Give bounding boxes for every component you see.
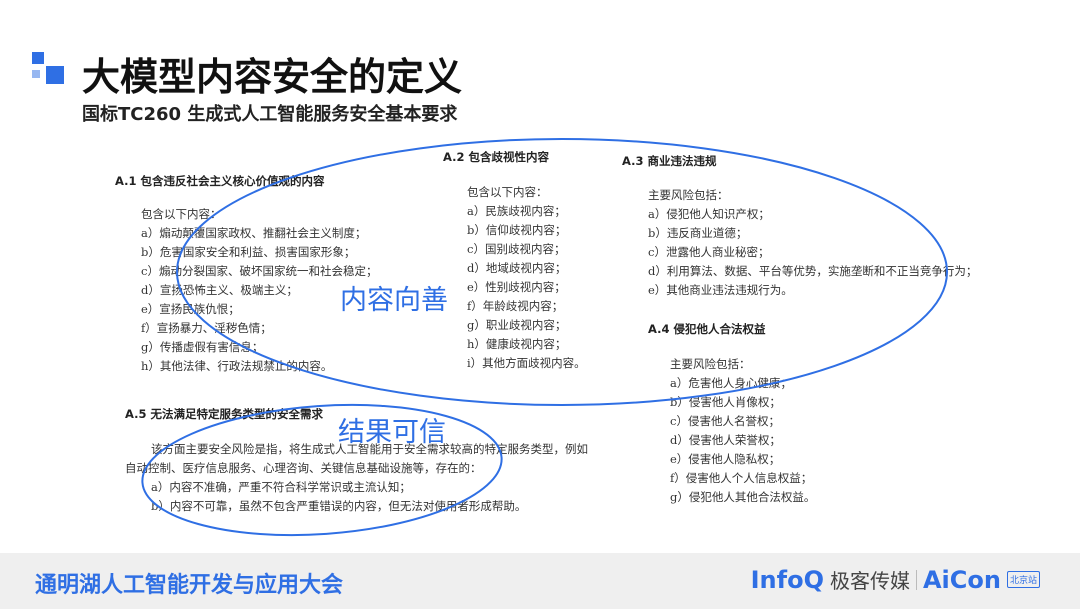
list-item: g）传播虚假有害信息； [141,340,264,354]
ellipse-content-good [176,138,948,406]
brand-logos: InfoQ 极客传媒 AiCon 北京站 [751,565,1040,594]
list-item: 包含以下内容： [141,207,222,221]
section-a1: A.1 包含违反社会主义核心价值观的内容 包含以下内容：a）煽动颠覆国家政权、推… [115,173,377,376]
ellipse-result-trust [141,403,503,537]
list-item: h）健康歧视内容； [467,337,567,351]
list-item: d）地域歧视内容； [467,261,567,275]
a5-line: 该方面主要安全风险是指，将生成式人工智能用于安全需求较高的特定服务类型，例如 [151,442,588,456]
list-item: e）其他商业违法违规行为。 [648,283,793,297]
list-item: c）侵害他人名誉权； [670,414,780,428]
infoq-logo: InfoQ [750,565,824,594]
callout-result-trust: 结果可信 [338,417,446,448]
a5-line: 自动控制、医疗信息服务、心理咨询、关键信息基础设施等，存在的： [125,461,482,475]
section-a3: A.3 商业违法违规 主要风险包括： a）侵犯他人知识产权； b）违反商业道德； c）… [622,153,977,300]
section-a2: A.2 包含歧视性内容 包含以下内容： a）民族歧视内容； b）信仰歧视内容； c）国… [443,149,586,373]
list-item: b）危害国家安全和利益、损害国家形象； [141,245,356,259]
list-item: g）职业歧视内容； [467,318,567,332]
list-item: 包含以下内容： [467,185,548,199]
section-a5: A.5 无法满足特定服务类型的安全需求 该方面主要安全风险是指，将生成式人工智能… [125,406,588,516]
footer-title: 通明湖人工智能开发与应用大会 [35,573,344,598]
beijing-badge: 北京站 [1006,571,1040,588]
section-heading: A.4 侵犯他人合法权益 [648,322,766,336]
slide-title: 大模型内容安全的定义 [82,55,463,99]
list-item: e）性别歧视内容； [467,280,566,294]
list-item: 主要风险包括： [670,357,751,371]
list-item: e）侵害他人隐私权； [670,452,781,466]
section-heading: A.2 包含歧视性内容 [443,150,549,164]
list-item: h）其他法律、行政法规禁止的内容。 [141,359,333,373]
a5-line: b）内容不可靠，虽然不包含严重错误的内容，但无法对使用者形成帮助。 [151,499,527,513]
list-item: c）国别歧视内容； [467,242,566,256]
list-item: b）违反商业道德； [648,226,748,240]
list-item: f）侵害他人个人信息权益； [670,471,813,485]
list-item: d）侵害他人荣誉权； [670,433,781,447]
list-item: f）年龄歧视内容； [467,299,564,313]
callout-content-good: 内容向善 [340,285,448,316]
list-item: g）侵犯他人其他合法权益。 [670,490,816,504]
footer: 通明湖人工智能开发与应用大会 InfoQ 极客传媒 AiCon 北京站 [0,553,1080,609]
list-item: 主要风险包括： [648,188,729,202]
geek-logo: 极客传媒 [829,569,910,593]
divider [915,569,917,590]
list-item: b）侵害他人肖像权； [670,395,781,409]
list-item: b）信仰歧视内容； [467,223,567,237]
list-item: a）侵犯他人知识产权； [648,207,770,221]
list-item: d）利用算法、数据、平台等优势，实施垄断和不正当竞争行为； [648,264,978,278]
section-heading: A.3 商业违法违规 [622,154,717,168]
list-item: a）民族歧视内容； [467,204,566,218]
list-item: i）其他方面歧视内容。 [467,356,586,370]
annotation-ellipses [141,138,948,537]
list-item: e）宣扬民族仇恨； [141,302,240,316]
a5-line: a）内容不准确，严重不符合科学常识或主流认知； [151,480,411,494]
list-item: c）煽动分裂国家、破坏国家统一和社会稳定； [141,264,378,278]
slide-subtitle: 国标TC260 生成式人工智能服务安全基本要求 [82,104,458,125]
list-item: c）泄露他人商业秘密； [648,245,770,259]
list-item: f）宣扬暴力、淫秽色情； [141,321,272,335]
aicon-logo: AiCon [922,565,1001,594]
